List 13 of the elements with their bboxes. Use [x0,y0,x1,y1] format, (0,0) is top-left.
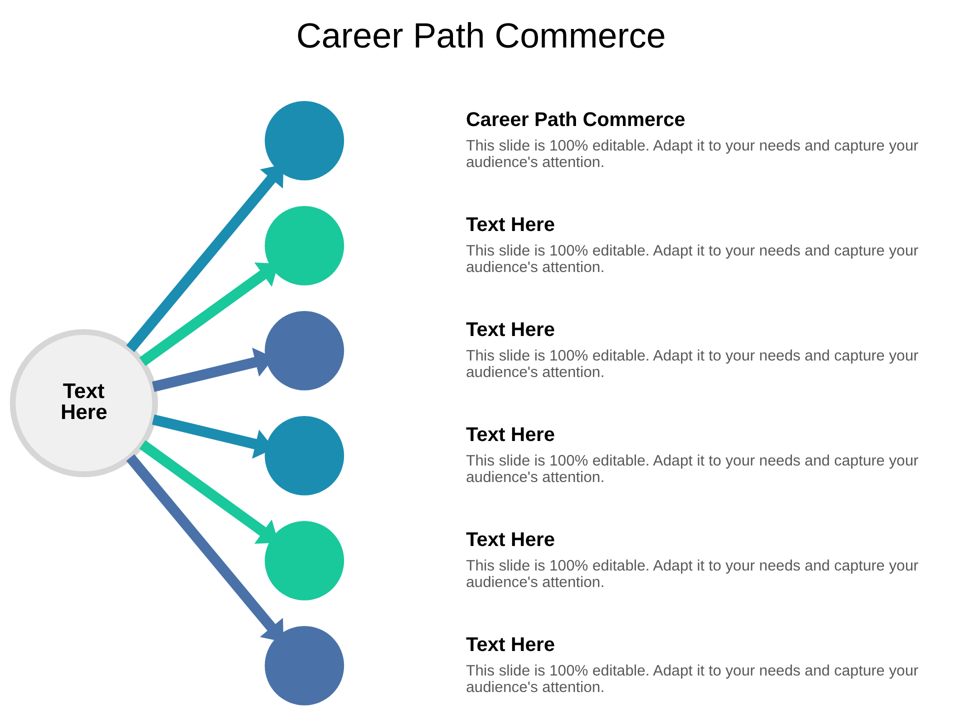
node-label: Career Path Commerce [466,109,686,132]
node-label: Text Here [466,214,555,236]
diagram-title: Career Path Commerce [296,16,666,56]
node-label: Text Here [466,424,555,446]
node-label: This slide is 100% editable. Adapt it to your needs and capture your audience's attention. [466,347,918,381]
node-label: This slide is 100% editable. Adapt it to your needs and capture your audience's attention. [466,662,918,696]
node-label: This slide is 100% editable. Adapt it to your needs and capture your audience's attention. [466,242,918,276]
node-label: Text Here [466,529,555,552]
node-label: Text Here [466,319,555,342]
node-label: This slide is 100% editable. Adapt it to your needs and capture your audience's attention. [466,557,918,591]
node-label: This slide is 100% editable. Adapt it to your needs and capture your audience's attention. [466,137,918,171]
node-label: This slide is 100% editable. Adapt it to your needs and capture your audience's attention. [466,452,918,486]
node-label: Text Here [466,634,555,656]
